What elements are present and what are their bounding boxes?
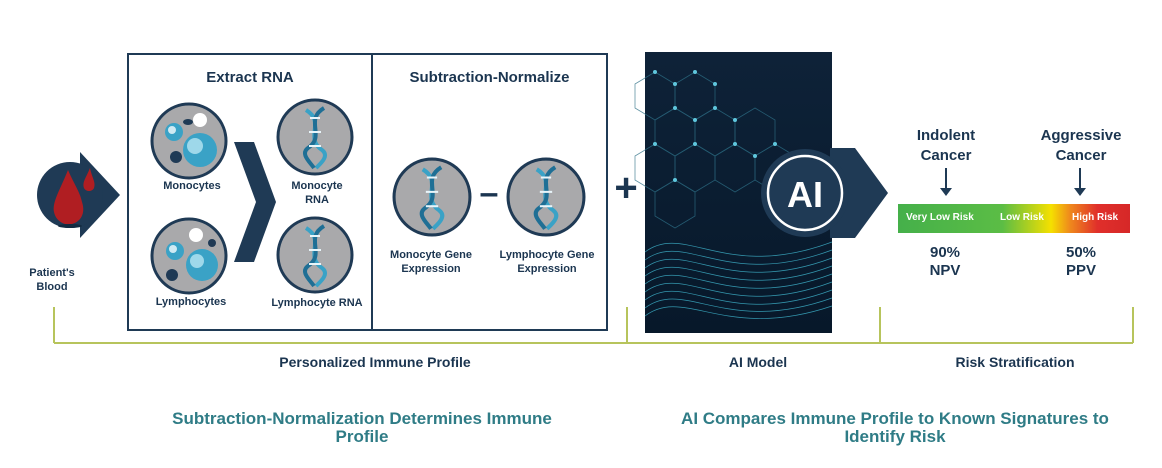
- minus-operator: –: [479, 174, 499, 212]
- aggressive-arrow-down-icon: [1074, 168, 1086, 196]
- lymphocyte-rna-label: Lymphocyte RNA: [271, 297, 363, 309]
- plus-operator: +: [614, 166, 638, 210]
- monocyte-expression-label: Monocyte Gene Expression: [390, 249, 472, 275]
- monocyte-rna-label: Monocyte RNA: [291, 180, 343, 206]
- subtraction-normalize-title: Subtraction-Normalize: [409, 69, 570, 86]
- very-low-risk-label: Very Low Risk: [906, 212, 974, 223]
- section-ai-model: AI Model: [728, 354, 788, 370]
- indolent-arrow-down-icon: [940, 168, 952, 196]
- monocyte-rna-dna-icon: [276, 98, 354, 176]
- npv-label: NPV: [929, 262, 961, 279]
- extract-rna-title: Extract RNA: [206, 69, 294, 86]
- monocytes-label: Monocytes: [163, 180, 221, 192]
- monocytes-cell-icon: [150, 102, 228, 180]
- blood-drop-icon: [37, 152, 120, 238]
- risk-gradient-bar: Very Low Risk Low Risk High Risk: [898, 204, 1130, 233]
- monocyte-expression-dna-icon: [392, 157, 472, 237]
- caption-right: AI Compares Immune Profile to Known Sign…: [681, 409, 1109, 446]
- low-risk-label: Low Risk: [1000, 212, 1044, 223]
- chevron-right-icon: [234, 142, 276, 262]
- ppv-value: 50%: [1065, 244, 1097, 261]
- indolent-cancer-label: Indolent Cancer: [916, 127, 976, 164]
- caption-left: Subtraction-Normalization Determines Imm…: [172, 409, 552, 446]
- lymphocyte-expression-dna-icon: [506, 157, 586, 237]
- section-immune-profile: Personalized Immune Profile: [279, 354, 471, 370]
- ai-badge-text: AI: [787, 174, 823, 215]
- lymphocyte-rna-dna-icon: [276, 216, 354, 294]
- lymphocytes-cell-icon: [150, 217, 228, 295]
- aggressive-cancer-label: Aggressive Cancer: [1040, 127, 1122, 164]
- lymphocyte-expression-label: Lymphocyte Gene Expression: [499, 249, 595, 275]
- npv-value: 90%: [929, 244, 961, 261]
- lymphocytes-label: Lymphocytes: [155, 296, 227, 308]
- section-risk-stratification: Risk Stratification: [955, 354, 1075, 370]
- patient-blood-label: Patient's Blood: [29, 267, 75, 293]
- ai-arrow-shape: [761, 148, 888, 238]
- high-risk-label: High Risk: [1072, 212, 1119, 223]
- ppv-label: PPV: [1065, 262, 1096, 279]
